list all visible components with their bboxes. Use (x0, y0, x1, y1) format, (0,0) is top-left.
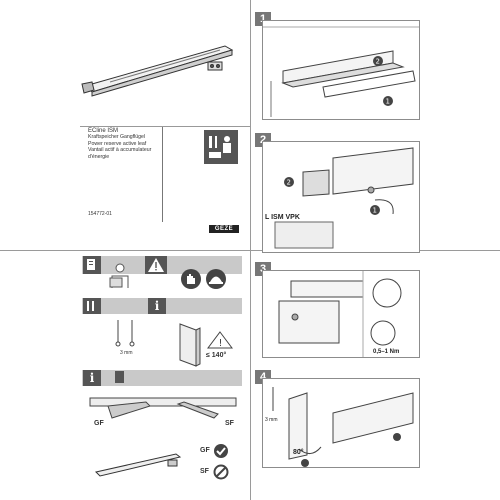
svg-text:1: 1 (386, 98, 390, 106)
sf-label-top: SF (225, 420, 234, 427)
tools-icon (83, 298, 101, 314)
drill-bit-icon (115, 320, 135, 347)
check-circle-icon (214, 444, 228, 458)
reading-person-icon (109, 263, 129, 288)
document-icon (115, 371, 124, 383)
product-desc-en: Power reserve active leaf (88, 140, 147, 147)
svg-text:1: 1 (373, 207, 377, 215)
svg-text:!: ! (219, 338, 223, 349)
info-icon: i (148, 298, 166, 314)
info-icon-2: i (83, 370, 101, 386)
door-opening-angle-illustration: ! (179, 323, 233, 367)
document-info-icon (83, 256, 101, 274)
product-desc-de: Kraftspeicher Gangflügel (88, 134, 146, 141)
torque-label: 0,5–1 Nm (373, 349, 400, 355)
info-band (82, 370, 242, 386)
double-door-arm-illustration (89, 397, 237, 419)
step-3-panel: 0,5–1 Nm (262, 270, 420, 358)
step-4-drill-label: 3 mm (265, 417, 278, 423)
cover-title-block: ECline ISM Kraftspeicher Gangflügel Powe… (88, 128, 162, 160)
product-name: ECline ISM (88, 128, 119, 134)
svg-text:2: 2 (287, 179, 291, 187)
product-desc-fr2: d'énergie (88, 153, 110, 160)
cover-vertical-line (162, 126, 163, 222)
closer-rail-illustration (95, 453, 182, 477)
kit-label: L ISM VPK (265, 214, 300, 221)
step-2-panel: 2 1 L ISM VPK (262, 141, 420, 253)
step-4-panel: 3 mm 80° (262, 378, 420, 468)
gloves-mandatory-icon (181, 269, 201, 289)
gf-label-bottom: GF (200, 447, 210, 454)
tools-person-icon (204, 130, 238, 164)
warning-triangle-icon (145, 256, 167, 274)
geze-logo: GEZE (209, 225, 239, 233)
gf-label-top: GF (94, 420, 104, 427)
step-1-illustration: 2 1 (263, 26, 419, 117)
cover-horizontal-line (80, 126, 250, 127)
product-desc-fr: Vantail actif à accumulateur (88, 147, 152, 154)
closer-product-illustration (81, 45, 234, 97)
doc-number: 154772-01 (88, 211, 112, 217)
helmet-mandatory-icon (206, 269, 226, 289)
sf-label-bottom: SF (200, 468, 209, 475)
step-1-panel: 2 1 (262, 20, 420, 120)
step-4-illustration (272, 387, 414, 467)
prohibited-circle-icon (213, 464, 229, 480)
step-2-illustration: 2 1 (274, 147, 414, 249)
step-3-illustration (278, 271, 402, 357)
horizontal-divider (0, 250, 500, 251)
svg-text:2: 2 (376, 58, 380, 66)
drill-size-label: 3 mm (120, 350, 133, 356)
step-4-angle-label: 80° (293, 449, 304, 456)
opening-angle-label: ≤ 140° (206, 352, 227, 359)
